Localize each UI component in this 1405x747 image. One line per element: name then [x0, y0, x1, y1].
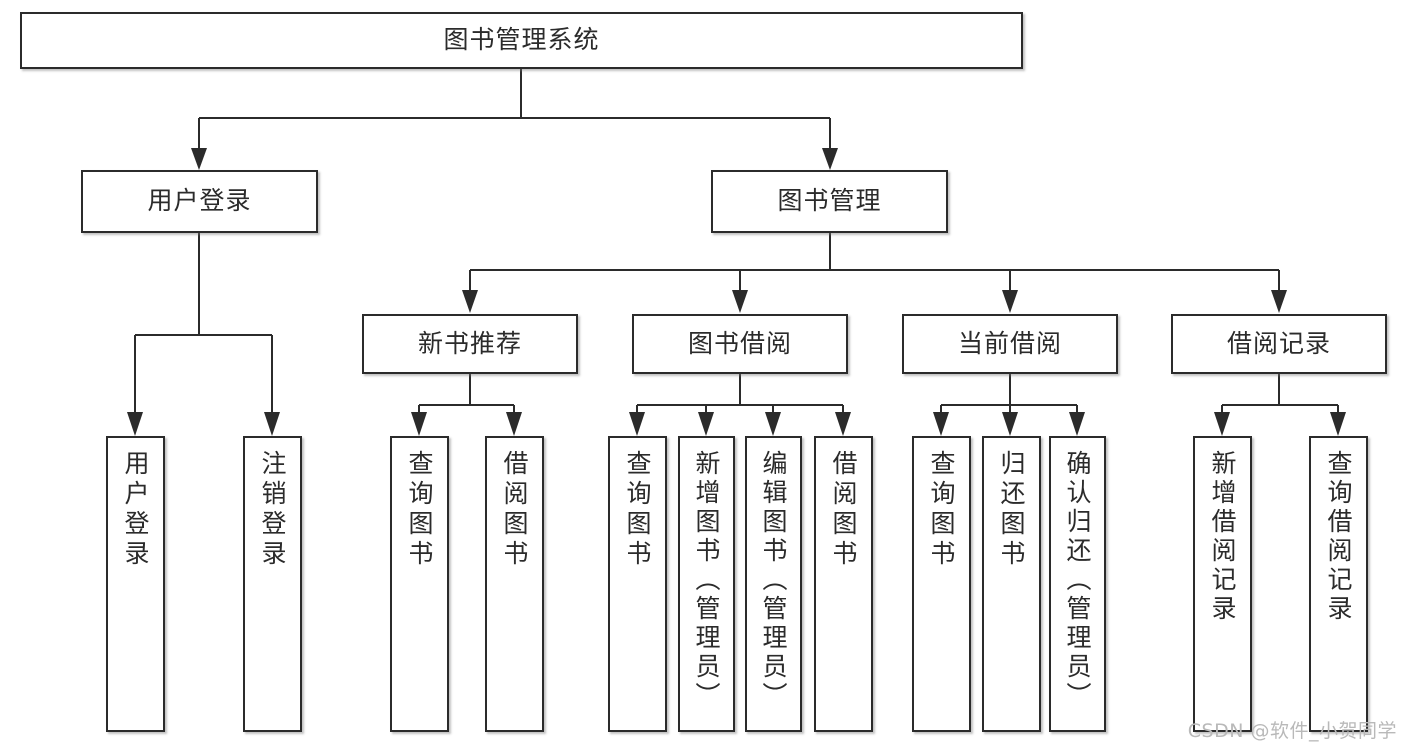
node-leaf-book-borrow-0-label: 查询图书	[623, 450, 652, 570]
node-book-manage-label: 图书管理	[777, 186, 882, 216]
arrow-to-current-borrow	[1002, 290, 1018, 313]
node-leaf-user-login-1-label: 注销登录	[258, 450, 287, 570]
node-leaf-new-book-0-label: 查询图书	[405, 450, 434, 570]
node-leaf-borrow-record-0-label: 新增借阅记录	[1208, 450, 1237, 624]
arrow-current-borrow-leaf-0	[933, 412, 949, 436]
arrow-user-login-leaf-0	[127, 412, 143, 436]
node-leaf-new-book-1[interactable]: 借阅图书	[485, 436, 544, 732]
arrow-current-borrow-leaf-1	[1002, 412, 1018, 436]
arrow-to-user-login	[191, 148, 207, 170]
node-leaf-book-borrow-1[interactable]: 新增图书（管理员）	[678, 436, 735, 732]
node-book-manage[interactable]: 图书管理	[711, 170, 948, 233]
node-book-borrow[interactable]: 图书借阅	[632, 314, 848, 374]
node-borrow-record-label: 借阅记录	[1226, 328, 1331, 358]
node-leaf-user-login-0-label: 用户登录	[121, 450, 150, 570]
node-current-borrow-label: 当前借阅	[957, 328, 1062, 358]
node-leaf-book-borrow-1-label: 新增图书（管理员）	[692, 450, 721, 711]
arrow-to-book-borrow	[732, 290, 748, 313]
node-new-book-recommend-label: 新书推荐	[417, 328, 522, 358]
arrow-to-borrow-record	[1271, 290, 1287, 313]
node-leaf-user-login-0[interactable]: 用户登录	[106, 436, 165, 732]
node-leaf-current-borrow-0-label: 查询图书	[927, 450, 956, 570]
node-root[interactable]: 图书管理系统	[20, 12, 1023, 69]
arrow-to-book-manage	[822, 148, 838, 170]
node-user-login-label: 用户登录	[147, 186, 252, 216]
node-user-login[interactable]: 用户登录	[81, 170, 318, 233]
arrow-current-borrow-leaf-2	[1069, 412, 1085, 436]
node-leaf-borrow-record-0[interactable]: 新增借阅记录	[1193, 436, 1252, 732]
arrow-to-new-book	[462, 290, 478, 313]
node-leaf-borrow-record-1[interactable]: 查询借阅记录	[1309, 436, 1368, 732]
node-leaf-current-borrow-1-label: 归还图书	[997, 450, 1026, 570]
node-leaf-current-borrow-2[interactable]: 确认归还（管理员）	[1049, 436, 1106, 732]
node-book-borrow-label: 图书借阅	[687, 328, 792, 358]
node-root-label: 图书管理系统	[443, 25, 600, 55]
node-leaf-new-book-0[interactable]: 查询图书	[390, 436, 449, 732]
node-leaf-borrow-record-1-label: 查询借阅记录	[1324, 450, 1353, 624]
node-leaf-book-borrow-2[interactable]: 编辑图书（管理员）	[745, 436, 802, 732]
node-leaf-book-borrow-2-label: 编辑图书（管理员）	[759, 450, 788, 711]
node-leaf-current-borrow-1[interactable]: 归还图书	[982, 436, 1041, 732]
arrow-book-borrow-leaf-3	[835, 412, 851, 436]
arrow-book-borrow-leaf-2	[765, 412, 781, 436]
arrow-book-borrow-leaf-0	[629, 412, 645, 436]
node-leaf-book-borrow-3-label: 借阅图书	[829, 450, 858, 570]
node-current-borrow[interactable]: 当前借阅	[902, 314, 1118, 374]
arrow-new-book-leaf-1	[506, 412, 522, 436]
arrow-user-login-leaf-1	[264, 412, 280, 436]
arrow-borrow-record-leaf-1	[1330, 412, 1346, 436]
node-leaf-book-borrow-0[interactable]: 查询图书	[608, 436, 667, 732]
node-leaf-current-borrow-2-label: 确认归还（管理员）	[1063, 450, 1092, 711]
node-leaf-book-borrow-3[interactable]: 借阅图书	[814, 436, 873, 732]
node-leaf-current-borrow-0[interactable]: 查询图书	[912, 436, 971, 732]
arrow-book-borrow-leaf-1	[698, 412, 714, 436]
csdn-watermark: CSDN @软件_小贺同学	[1187, 720, 1397, 742]
arrow-new-book-leaf-0	[411, 412, 427, 436]
node-leaf-user-login-1[interactable]: 注销登录	[243, 436, 302, 732]
node-leaf-new-book-1-label: 借阅图书	[500, 450, 529, 570]
node-new-book-recommend[interactable]: 新书推荐	[362, 314, 578, 374]
arrow-borrow-record-leaf-0	[1214, 412, 1230, 436]
node-borrow-record[interactable]: 借阅记录	[1171, 314, 1387, 374]
